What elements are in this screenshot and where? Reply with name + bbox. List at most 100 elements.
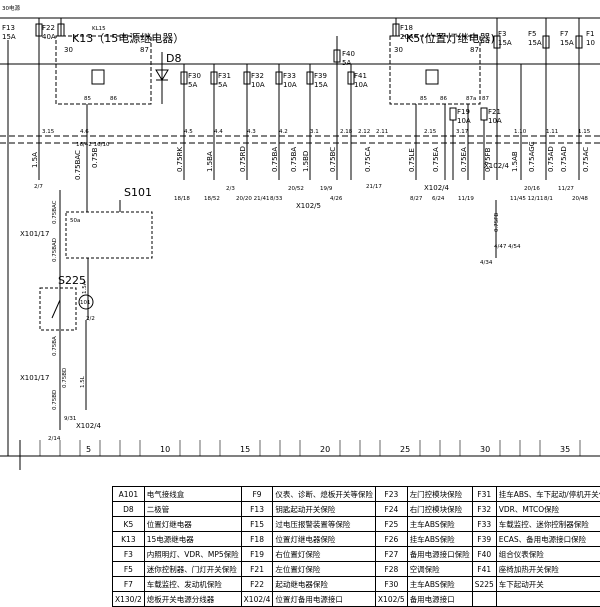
legend-description: 挂车ABS保险 <box>407 532 472 547</box>
legend-code: F40 <box>472 547 496 562</box>
fuse-rating: 15A <box>560 39 574 47</box>
ruler-number: 20 <box>320 445 330 454</box>
wire-dest: 11/19 <box>458 196 474 202</box>
legend-description: 二极管 <box>144 502 241 517</box>
connector-id: 2.15 <box>424 129 437 135</box>
legend-description: ECAS、备用电源接口保险 <box>496 532 600 547</box>
switch-s101-label: S101 <box>124 186 152 199</box>
legend-code: F27 <box>375 547 407 562</box>
wire-dest: 2/7 <box>34 184 43 190</box>
legend-description: 钥匙起动开关保险 <box>273 502 376 517</box>
relay-pin: 87 <box>140 46 149 54</box>
ruler-number: 15 <box>240 445 250 454</box>
misc-label: 1.5L <box>80 375 86 388</box>
wire-dest: 20/52 <box>288 186 304 192</box>
legend-description: 迷你控制器、门灯开关保险 <box>144 562 241 577</box>
branch-fuse-rating: 5A <box>188 81 197 89</box>
wire-label: 1.5BD <box>302 151 310 172</box>
misc-label: 9/31 <box>64 416 76 422</box>
connector-id: 3.1 <box>310 129 319 135</box>
misc-label: 0.75BAC <box>52 200 58 224</box>
wire-dest: 18/52 <box>204 196 220 202</box>
wire-dest: 18/18 <box>174 196 190 202</box>
legend-code: F9 <box>241 487 273 502</box>
misc-label: 4/47 4/54 <box>494 244 521 250</box>
legend-code: F33 <box>472 517 496 532</box>
wire-label: 0.75CA <box>364 147 372 172</box>
legend-code: F18 <box>241 532 273 547</box>
legend-code <box>472 592 496 607</box>
a101-marker: 101 <box>80 300 91 306</box>
fuse-name: F3 <box>498 30 506 38</box>
branch-fuse-name: F30 <box>188 72 201 80</box>
connector-id: 4.4 <box>214 129 223 135</box>
connector-id: 4.5 <box>184 129 193 135</box>
branch-fuse-rating: 10A <box>354 81 368 89</box>
misc-label: 1.5A <box>82 281 88 294</box>
legend-description: 组合仪表保险 <box>496 547 600 562</box>
connector-x102-4-label: X102/4 <box>76 422 102 430</box>
legend-description: 右位置灯保险 <box>273 547 376 562</box>
legend-description: 空调保险 <box>407 562 472 577</box>
legend-code: F30 <box>375 577 407 592</box>
legend-code: F23 <box>375 487 407 502</box>
connector-id: 2.11 <box>376 129 388 135</box>
legend-description: 右门控模块保险 <box>407 502 472 517</box>
legend-description: 位置灯备用电源接口 <box>273 592 376 607</box>
wire-label: 1.5BA <box>206 151 214 172</box>
wire-label: 0.75LE <box>408 148 416 172</box>
legend-description: 15电源继电器 <box>144 532 241 547</box>
legend-description: 备用电源接口 <box>407 592 472 607</box>
wire-dest: 8/1 <box>544 196 553 202</box>
legend-description: VDR、MTCO保险 <box>496 502 600 517</box>
fuse-name: F40 <box>342 50 355 58</box>
legend-description: 电气接线盒 <box>144 487 241 502</box>
ruler-number: 35 <box>560 445 570 454</box>
legend-code: F41 <box>472 562 496 577</box>
wire-label: 1.5AB <box>511 151 519 172</box>
legend-code: F7 <box>113 577 145 592</box>
relay-k5-title: K5(位置灯继电器) <box>406 31 495 45</box>
wiring-schematic: 30电源 F13 15A F22 40A F18 20A F40 5A F3 1… <box>0 0 600 478</box>
branch-fuse-rating: 10A <box>488 117 502 125</box>
branch-fuse-rating: 5A <box>218 81 227 89</box>
connector-id: 3.17 <box>456 129 469 135</box>
connector-id: 3.15 <box>42 129 55 135</box>
wire-dest: 11/45 12/11 <box>510 196 543 202</box>
legend-description: 仪表、诊断、熄板开关等保险 <box>273 487 376 502</box>
fuse-name: F1 <box>586 30 594 38</box>
ruler-number: 10 <box>160 445 170 454</box>
legend-code: S225 <box>472 577 496 592</box>
wire-dest: 20/16 <box>524 186 540 192</box>
wire-label: 0.75AD <box>560 146 568 172</box>
wire-dest: 8/33 <box>270 196 283 202</box>
wire-label: 0.75BC <box>329 147 337 172</box>
legend-description: 主车ABS保险 <box>407 517 472 532</box>
relay-pin: 85 <box>84 96 91 102</box>
legend-description: 左门控模块保险 <box>407 487 472 502</box>
connector-x101-label: X101/17 <box>20 374 49 382</box>
legend-description: 车下起动开关 <box>496 577 600 592</box>
legend-code: F31 <box>472 487 496 502</box>
legend-code: F13 <box>241 502 273 517</box>
legend-description: 座椅加热开关保险 <box>496 562 600 577</box>
connector-id: 1.10 <box>514 129 527 135</box>
wire-label: 0.75BA <box>271 147 279 172</box>
legend-code: F22 <box>241 577 273 592</box>
legend-description: 起动继电器保险 <box>273 577 376 592</box>
wire-label: 0.75AD <box>547 146 555 172</box>
ruler-number: 25 <box>400 445 410 454</box>
misc-label: 2/14 <box>48 436 61 442</box>
fuse-name: F18 <box>400 24 413 32</box>
branch-fuse-rating: 10A <box>283 81 297 89</box>
misc-label: 0.75BA <box>52 336 58 356</box>
legend-description: 位置灯继电器 <box>144 517 241 532</box>
relay-pin: 30 <box>394 46 403 54</box>
fuse-name: F7 <box>560 30 568 38</box>
relay-pin: 86 <box>440 96 447 102</box>
misc-label: 0.75BD <box>52 390 58 410</box>
